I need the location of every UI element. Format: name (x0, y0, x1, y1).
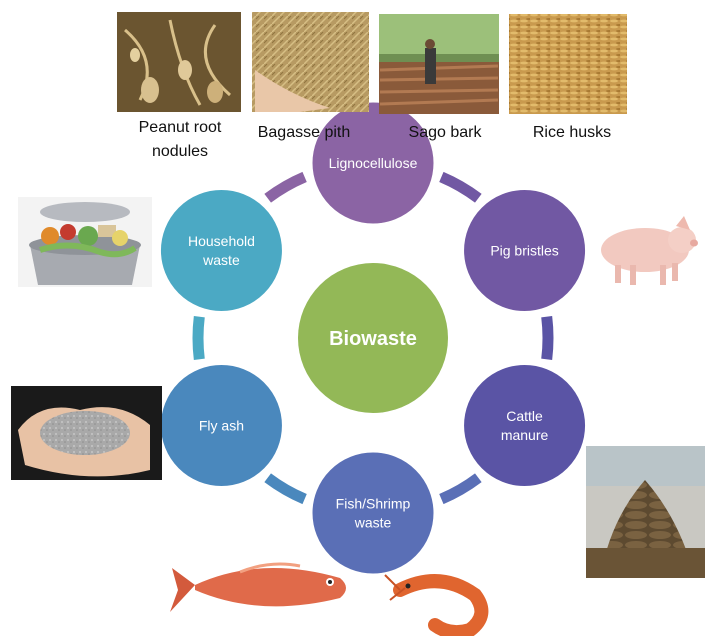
node-label: Cattle (506, 408, 543, 424)
node-circle (311, 451, 435, 575)
center-label: Biowaste (329, 328, 417, 350)
connector-arc (268, 177, 305, 198)
bagasse-caption: Bagasse pith (250, 121, 358, 145)
node-lignocellulose: Lignocellulose (311, 101, 435, 225)
node-label: Fly ash (199, 418, 244, 434)
peanut-caption: Peanut root nodules (120, 116, 240, 164)
sago-bark-photo (379, 14, 499, 114)
node-label: waste (354, 515, 392, 531)
connector-arc (547, 317, 548, 360)
center-node: Biowaste (298, 263, 448, 413)
sago-caption: Sago bark (395, 121, 495, 145)
node-circle (463, 364, 587, 488)
node-cattle-manure: Cattle manure (463, 364, 587, 488)
node-label: waste (202, 252, 240, 268)
household-waste-bin-photo (18, 197, 152, 287)
node-label: Lignocellulose (329, 155, 418, 171)
connector-arc (198, 317, 199, 360)
shrimp-photo (385, 575, 481, 632)
connector-arc (441, 177, 478, 198)
node-label: manure (501, 427, 549, 443)
rice-husks-photo (509, 14, 627, 114)
node-label: Fish/Shrimp (336, 496, 411, 512)
connector-arc (268, 478, 305, 499)
node-fly-ash: Fly ash (159, 364, 283, 488)
pig-photo (601, 216, 698, 285)
fish-photo (170, 564, 346, 612)
rice-caption: Rice husks (522, 121, 622, 145)
connector-arc (441, 478, 478, 499)
node-circle (159, 189, 283, 313)
bagasse-pith-photo (252, 12, 369, 112)
node-label: Pig bristles (490, 243, 558, 259)
node-fish-shrimp-waste: Fish/Shrimp waste (311, 451, 435, 575)
node-pig-bristles: Pig bristles (463, 189, 587, 313)
node-label: Household (188, 233, 255, 249)
node-household-waste: Household waste (159, 189, 283, 313)
cattle-manure-pile-photo (586, 446, 705, 578)
peanut-root-nodules-photo (117, 12, 241, 112)
fly-ash-hands-photo (11, 386, 162, 480)
